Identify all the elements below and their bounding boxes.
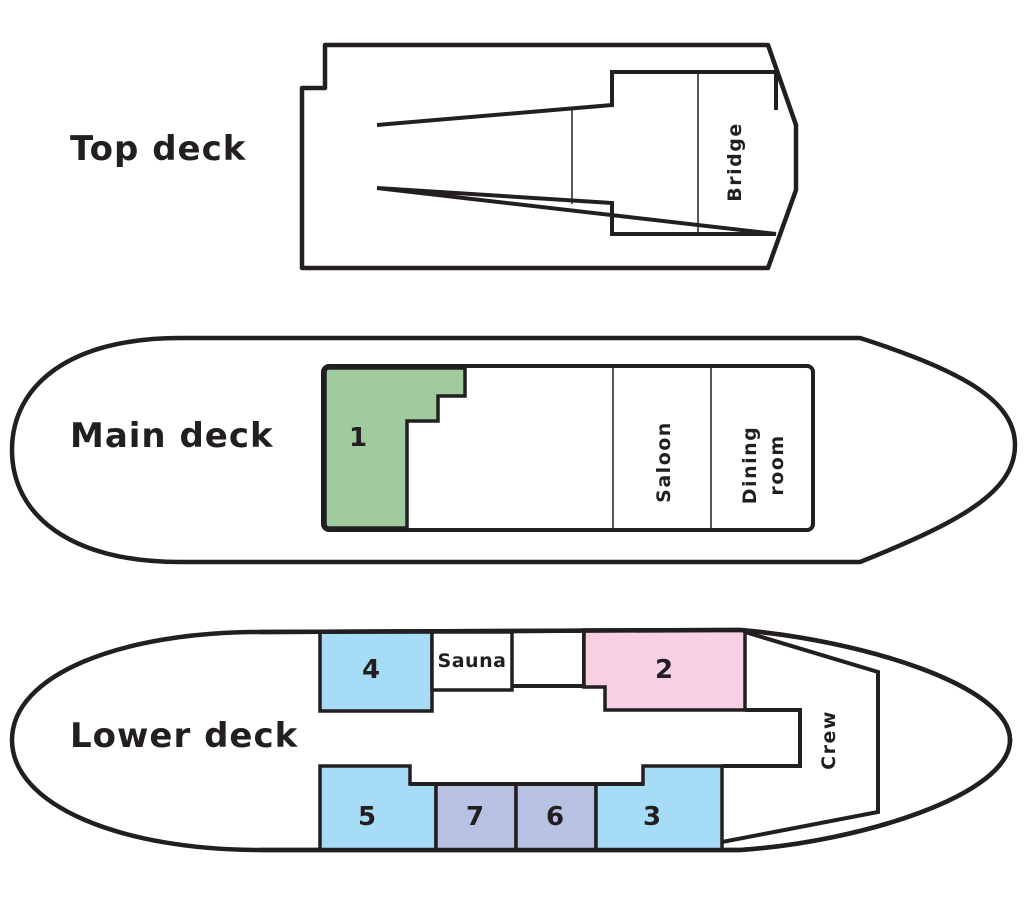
lower-deck-label: Lower deck [70, 716, 299, 756]
crew-quarters [721, 630, 880, 844]
cabin-5-number: 5 [358, 802, 376, 832]
sauna-label: Sauna [438, 650, 507, 672]
cabin-7-number: 7 [466, 802, 484, 832]
top-deck-superstructure [376, 70, 778, 236]
cabin-1 [323, 366, 467, 530]
top-deck-label: Top deck [70, 129, 247, 169]
cabin-6-number: 6 [546, 802, 564, 832]
sauna [430, 630, 514, 692]
top-deck: Bridge Top deck [70, 42, 799, 271]
crew-passage [722, 708, 802, 768]
lower-deck-hull-edge [259, 627, 1013, 853]
cabin-2-number: 2 [655, 655, 673, 685]
main-deck: 1 Saloon Dining room Main deck [9, 335, 1018, 565]
dining-label-line1: Dining [739, 426, 761, 504]
cabin-7 [434, 782, 518, 852]
bridge-label: Bridge [724, 122, 746, 201]
lower-deck: 4 Sauna 2 Crew 5 7 6 3 Lower deck [9, 627, 1013, 853]
cabin-3-number: 3 [643, 802, 661, 832]
saloon-label: Saloon [653, 421, 675, 503]
cabin-1-number: 1 [349, 423, 367, 453]
cabin-4-number: 4 [362, 655, 380, 685]
main-deck-cabin-block [321, 364, 815, 532]
crew-label: Crew [818, 710, 840, 770]
dining-label-line2: room [766, 434, 788, 495]
main-deck-label: Main deck [70, 416, 274, 456]
